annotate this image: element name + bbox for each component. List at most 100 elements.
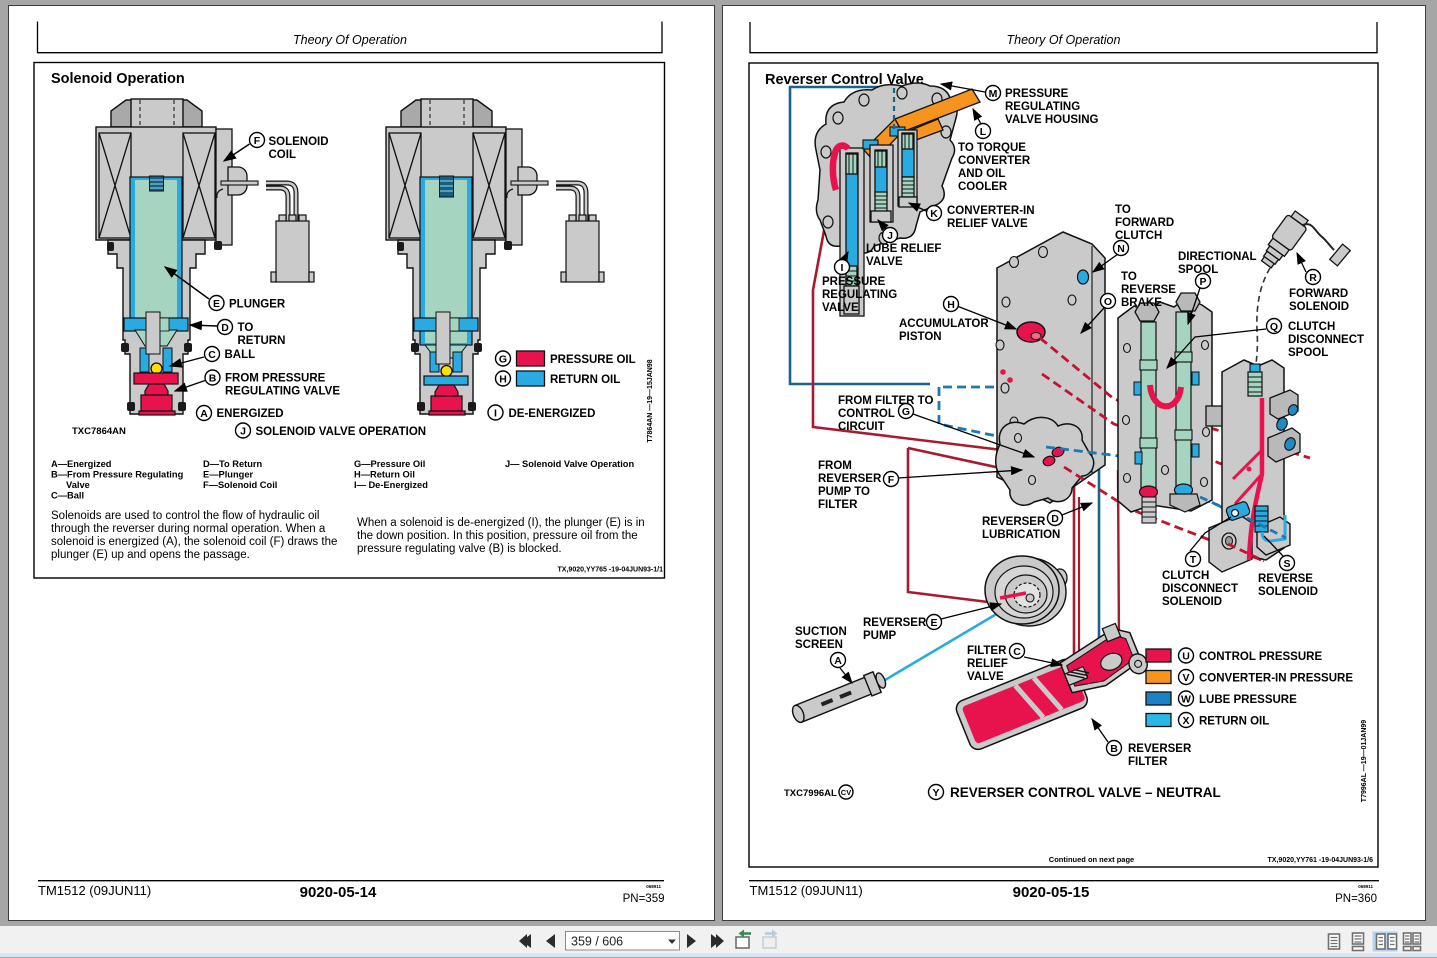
svg-text:359 / 606: 359 / 606 [571, 935, 623, 949]
svg-text:PISTON: PISTON [899, 331, 942, 343]
svg-text:A: A [834, 655, 842, 667]
svg-text:B: B [1110, 743, 1118, 755]
svg-text:SOLENOID VALVE OPERATION: SOLENOID VALVE OPERATION [256, 426, 427, 438]
svg-text:REGULATING: REGULATING [822, 289, 897, 301]
svg-text:FILTER: FILTER [967, 645, 1007, 657]
svg-text:PLUNGER: PLUNGER [229, 299, 286, 311]
svg-text:C: C [208, 349, 216, 361]
svg-text:Y: Y [932, 787, 939, 799]
svg-text:PN=359: PN=359 [623, 893, 665, 905]
svg-text:Theory Of Operation: Theory Of Operation [293, 33, 407, 47]
svg-text:D: D [1051, 513, 1059, 525]
svg-text:E—Plunger: E—Plunger [203, 470, 253, 480]
svg-text:TXC7864AN: TXC7864AN [72, 426, 126, 437]
svg-text:CLUTCH: CLUTCH [1162, 570, 1209, 582]
svg-text:9020-05-15: 9020-05-15 [1013, 884, 1090, 901]
svg-text:H—Return Oil: H—Return Oil [354, 470, 415, 480]
svg-text:FILTER: FILTER [1128, 756, 1168, 768]
svg-text:Valve: Valve [66, 480, 90, 490]
svg-text:H: H [947, 299, 955, 311]
svg-text:REVERSER: REVERSER [982, 516, 1046, 528]
svg-text:BALL: BALL [225, 349, 256, 361]
svg-text:TO: TO [1121, 271, 1137, 283]
svg-text:REVERSER: REVERSER [863, 617, 927, 629]
svg-text:COOLER: COOLER [958, 181, 1008, 193]
svg-text:CLUTCH: CLUTCH [1115, 230, 1162, 242]
svg-text:REVERSE: REVERSE [1121, 284, 1176, 296]
svg-text:068911: 068911 [646, 884, 661, 889]
svg-text:Continued on next page: Continued on next page [1049, 855, 1134, 864]
svg-text:Solenoids are used to control: Solenoids are used to control the flow o… [51, 510, 320, 522]
svg-text:W: W [1181, 694, 1191, 706]
svg-text:REVERSE: REVERSE [1258, 573, 1313, 585]
svg-text:VALVE: VALVE [866, 256, 903, 268]
svg-text:PUMP TO: PUMP TO [818, 486, 870, 498]
svg-text:DE-ENERGIZED: DE-ENERGIZED [509, 408, 596, 420]
svg-text:DISCONNECT: DISCONNECT [1162, 583, 1238, 595]
svg-text:TM1512 (09JUN11): TM1512 (09JUN11) [38, 883, 151, 898]
svg-text:CONVERTER: CONVERTER [958, 155, 1031, 167]
svg-text:D—To Return: D—To Return [203, 459, 263, 469]
svg-text:N: N [1117, 243, 1125, 255]
svg-text:I: I [494, 408, 497, 420]
svg-text:CV: CV [841, 788, 851, 797]
svg-text:CONTROL PRESSURE: CONTROL PRESSURE [1199, 651, 1322, 663]
svg-text:TO TORQUE: TO TORQUE [958, 142, 1026, 154]
svg-text:SOLENOID: SOLENOID [1289, 301, 1349, 313]
svg-text:E: E [213, 298, 220, 310]
svg-text:068911: 068911 [1358, 884, 1373, 889]
svg-text:M: M [989, 88, 998, 100]
svg-text:SPOOL: SPOOL [1178, 264, 1218, 276]
svg-text:I— De-Energized: I— De-Energized [354, 480, 428, 490]
svg-text:B: B [209, 373, 217, 385]
svg-text:DIRECTIONAL: DIRECTIONAL [1178, 251, 1257, 263]
svg-text:V: V [1182, 672, 1189, 684]
svg-text:pressure regulating valve (B): pressure regulating valve (B) is blocked… [357, 543, 562, 555]
svg-text:COIL: COIL [269, 149, 296, 161]
svg-text:REVERSER: REVERSER [1128, 743, 1192, 755]
svg-text:LUBE PRESSURE: LUBE PRESSURE [1199, 694, 1297, 706]
svg-text:TO: TO [1115, 204, 1131, 216]
svg-text:CLUTCH: CLUTCH [1288, 321, 1335, 333]
svg-text:FORWARD: FORWARD [1115, 217, 1174, 229]
svg-text:PRESSURE OIL: PRESSURE OIL [550, 354, 636, 366]
svg-text:PUMP: PUMP [863, 630, 897, 642]
svg-text:plunger (E) up and opens the p: plunger (E) up and opens the passage. [51, 549, 250, 561]
svg-text:FROM PRESSURE: FROM PRESSURE [225, 373, 326, 385]
svg-text:X: X [1182, 715, 1189, 727]
svg-text:solenoid is energized (A), the: solenoid is energized (A), the solenoid … [51, 536, 337, 548]
svg-text:R: R [1309, 272, 1317, 284]
svg-text:F: F [888, 474, 895, 486]
svg-text:O: O [1104, 296, 1112, 308]
svg-text:T7864AN —19—15JAN98: T7864AN —19—15JAN98 [647, 359, 654, 442]
svg-text:Theory Of Operation: Theory Of Operation [1007, 33, 1121, 47]
svg-text:Solenoid Operation: Solenoid Operation [51, 71, 185, 87]
svg-text:SCREEN: SCREEN [795, 639, 843, 651]
svg-text:Reverser Control Valve: Reverser Control Valve [765, 72, 924, 88]
svg-text:RETURN OIL: RETURN OIL [550, 374, 620, 386]
svg-text:J: J [240, 426, 246, 438]
svg-text:SUCTION: SUCTION [795, 626, 847, 638]
svg-text:RELIEF: RELIEF [967, 658, 1008, 670]
svg-text:VALVE: VALVE [822, 302, 859, 314]
svg-text:J: J [887, 230, 893, 242]
svg-text:T: T [1190, 554, 1197, 566]
svg-text:D: D [221, 322, 229, 334]
svg-text:G: G [499, 354, 507, 366]
svg-text:C: C [1013, 646, 1021, 658]
svg-text:T7996AL —19—01JAN99: T7996AL —19—01JAN99 [1361, 720, 1368, 802]
svg-text:B—From Pressure Regulating: B—From Pressure Regulating [51, 470, 184, 480]
svg-text:FORWARD: FORWARD [1289, 288, 1348, 300]
svg-text:BRAKE: BRAKE [1121, 297, 1162, 309]
svg-text:CONTROL: CONTROL [838, 408, 895, 420]
svg-text:H: H [499, 374, 507, 386]
svg-text:RETURN: RETURN [238, 335, 286, 347]
svg-text:TX,9020,YY761 -19-04JUN93-1/6: TX,9020,YY761 -19-04JUN93-1/6 [1268, 857, 1374, 864]
svg-text:U: U [1182, 651, 1190, 663]
svg-text:REGULATING: REGULATING [1005, 101, 1080, 113]
svg-text:When a solenoid is de-energize: When a solenoid is de-energized (I), the… [357, 517, 645, 529]
svg-text:G: G [902, 406, 910, 418]
svg-text:P: P [1199, 276, 1206, 288]
svg-text:DISCONNECT: DISCONNECT [1288, 334, 1364, 346]
svg-text:TXC7996AL: TXC7996AL [784, 788, 837, 799]
